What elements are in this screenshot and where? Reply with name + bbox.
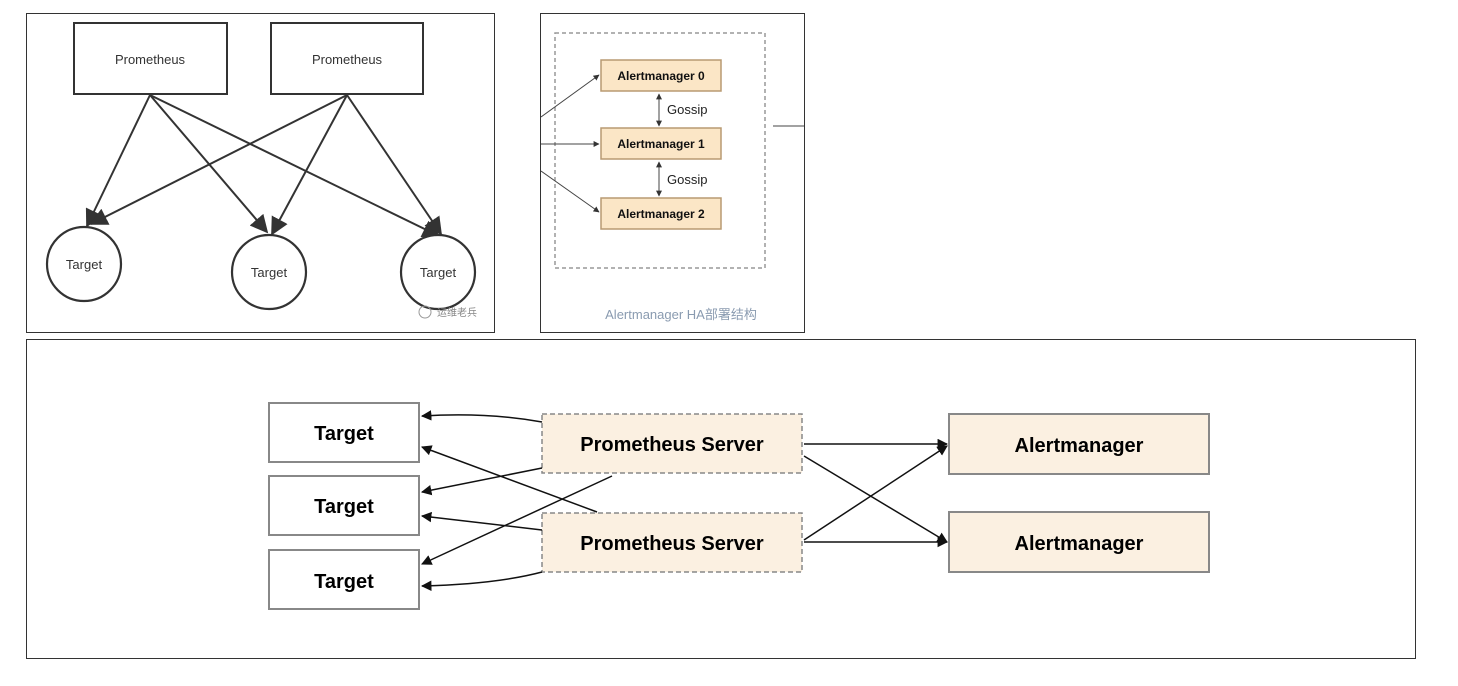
target-label: Target xyxy=(314,571,374,593)
watermark-text: 运维老兵 xyxy=(437,306,477,319)
edge xyxy=(85,94,151,228)
edge xyxy=(541,74,600,118)
target-label: Target xyxy=(314,496,374,518)
watermark: 运维老兵 xyxy=(418,305,477,319)
edge xyxy=(803,445,948,541)
target-node-2: Target xyxy=(230,233,308,311)
edge xyxy=(420,511,543,531)
prometheus-server-box-1: Prometheus Server xyxy=(541,413,803,474)
alertmanager-label: Alertmanager xyxy=(1015,435,1144,457)
target-node-label: Target xyxy=(66,257,103,272)
scrape-edges xyxy=(420,410,613,591)
gossip-label: Gossip xyxy=(667,172,707,187)
edge xyxy=(541,170,600,213)
alertmanager-label: Alertmanager xyxy=(1015,533,1144,555)
prometheus-server-label: Prometheus Server xyxy=(580,434,764,456)
target-node-1: Target xyxy=(45,225,123,303)
target-box-3: Target xyxy=(268,549,420,610)
scrape-edges xyxy=(85,94,443,237)
incoming-edges xyxy=(541,74,804,213)
alertmanager-label: Alertmanager 2 xyxy=(617,207,705,221)
wechat-icon xyxy=(418,305,432,319)
edge xyxy=(421,445,598,513)
target-box-1: Target xyxy=(268,402,420,463)
edge xyxy=(89,94,348,225)
alertmanager-node-1: Alertmanager 1 xyxy=(600,127,722,160)
edge xyxy=(149,94,441,237)
prometheus-ha-canvas: Target Target Target Prometheus Server P… xyxy=(268,402,1210,610)
edge xyxy=(346,94,443,236)
prometheus-server-box-2: Prometheus Server xyxy=(541,512,803,573)
prometheus-server-label: Prometheus Server xyxy=(580,533,764,555)
alertmanager-label: Alertmanager 0 xyxy=(617,69,705,83)
diagram-caption: Alertmanager HA部署结构 xyxy=(605,307,757,322)
target-node-label: Target xyxy=(251,265,288,280)
edge xyxy=(421,475,613,565)
alert-edges xyxy=(803,438,949,548)
target-node-label: Target xyxy=(420,265,457,280)
target-node-3: Target xyxy=(399,233,477,311)
edge xyxy=(149,94,269,234)
prometheus-node-1: Prometheus xyxy=(73,22,228,95)
gossip-label: Gossip xyxy=(667,102,707,117)
alertmanager-ha-canvas: Alertmanager 0 Alertmanager 1 Alertmanag… xyxy=(541,32,804,322)
edge xyxy=(420,571,543,591)
alertmanager-node-2: Alertmanager 2 xyxy=(600,197,722,230)
alertmanager-ha-diagram: Alertmanager 0 Alertmanager 1 Alertmanag… xyxy=(540,13,805,333)
cluster-boundary xyxy=(554,32,766,269)
prometheus-node-label: Prometheus xyxy=(115,52,186,67)
edge xyxy=(420,410,543,423)
alertmanager-node-0: Alertmanager 0 xyxy=(600,59,722,92)
target-box-2: Target xyxy=(268,475,420,536)
edge xyxy=(420,467,543,496)
alertmanager-box-1: Alertmanager xyxy=(948,413,1210,475)
prometheus-node-label: Prometheus xyxy=(312,52,383,67)
prometheus-ha-diagram: Target Target Target Prometheus Server P… xyxy=(26,339,1416,659)
alertmanager-box-2: Alertmanager xyxy=(948,511,1210,573)
prometheus-targets-diagram: Prometheus Prometheus Target Target Targ… xyxy=(26,13,495,333)
edge xyxy=(803,455,948,543)
prometheus-node-2: Prometheus xyxy=(270,22,424,95)
target-label: Target xyxy=(314,423,374,445)
prometheus-targets-canvas: Prometheus Prometheus Target Target Targ… xyxy=(45,22,477,319)
alertmanager-label: Alertmanager 1 xyxy=(617,137,705,151)
edge xyxy=(271,94,348,236)
